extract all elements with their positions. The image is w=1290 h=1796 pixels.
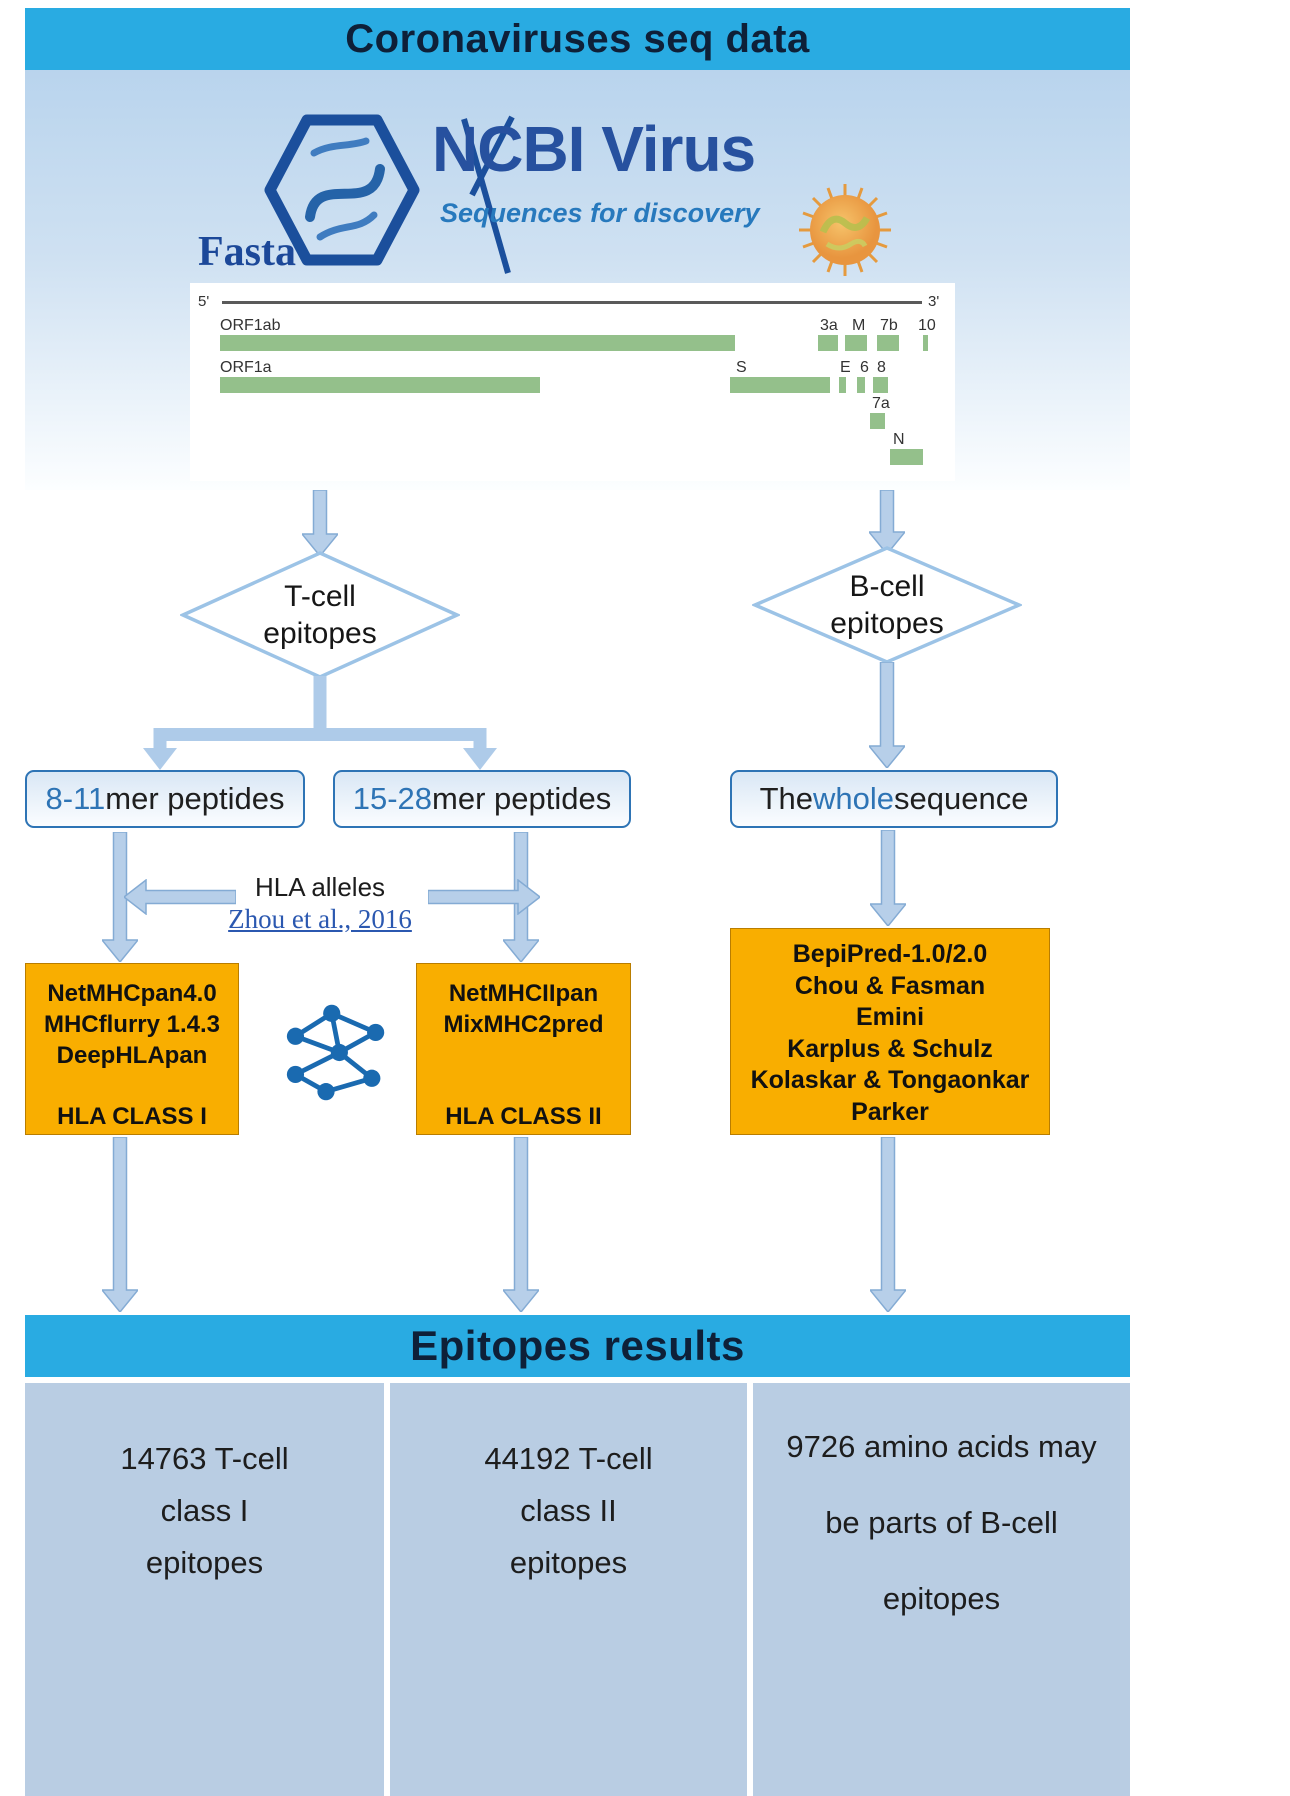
genome-5prime-label: 5' — [198, 293, 210, 310]
tcell-branch-connector — [143, 676, 497, 770]
result-class1-box: 14763 T-cell class I epitopes — [25, 1383, 384, 1796]
bcell-tool: Kolaskar & Tongaonkar — [750, 1066, 1030, 1094]
gene-bar-orf1ab — [220, 335, 735, 351]
gene-bar-6 — [857, 377, 865, 393]
class1-predictors-box: NetMHCpan4.0 MHCflurry 1.4.3 DeepHLApan … — [25, 963, 239, 1135]
bcell-tool: BepiPred-1.0/2.0 — [792, 940, 988, 968]
genome-map-panel: 5' 3' ORF1ab 3a M 7b 10 ORF1a S E 6 8 7a… — [190, 283, 955, 481]
gene-label-10: 10 — [918, 317, 936, 334]
fasta-label: Fasta — [198, 229, 296, 275]
bcell-tool: Karplus & Schulz — [787, 1034, 993, 1063]
gene-bar-8 — [873, 377, 888, 393]
gene-bar-7a — [870, 413, 885, 429]
bcell-epitopes-label: B-cell epitopes — [830, 570, 944, 640]
arrow-short-to-class1 — [102, 832, 138, 962]
long-peptides-text: mer peptides — [432, 781, 612, 816]
gene-label-7b: 7b — [880, 317, 898, 334]
arrow-seq-to-tcell — [302, 490, 338, 556]
gene-label-6: 6 — [860, 359, 869, 376]
arrow-seq-to-bcell — [869, 490, 905, 554]
short-peptides-text: mer peptides — [105, 781, 285, 816]
class1-tool: NetMHCpan4.0 — [47, 980, 217, 1007]
gene-bar-3a — [818, 335, 838, 351]
class1-tool: MHCflurry 1.4.3 — [43, 1011, 221, 1038]
result-bcell-box: 9726 amino acids may be parts of B-cell … — [753, 1383, 1130, 1796]
gene-bar-n — [890, 449, 923, 465]
gene-bar-7b — [877, 335, 899, 351]
hla-alleles-label: HLA alleles — [254, 872, 386, 902]
genome-3prime-label: 3' — [928, 293, 940, 310]
page-title: Coronaviruses seq data — [345, 16, 810, 61]
ncbi-virus-title: NCBI Virus — [432, 113, 756, 185]
hla-reference-link[interactable]: Zhou et al., 2016 — [228, 904, 412, 934]
results-banner: Epitopes results — [25, 1315, 1130, 1377]
gene-label-e: E — [840, 359, 851, 376]
class2-predictors-box: NetMHCIIpan MixMHC2pred HLA CLASS II — [416, 963, 631, 1135]
gene-bar-e — [839, 377, 846, 393]
whole-sequence-box: The whole sequence — [730, 770, 1058, 828]
arrow-bcell-to-results — [870, 1137, 906, 1312]
neural-network-icon — [286, 1004, 385, 1101]
gene-label-orf1ab: ORF1ab — [220, 317, 281, 334]
bcell-tool: Emini — [855, 1003, 925, 1031]
bcell-predictors-box: BepiPred-1.0/2.0 Chou & Fasman Emini Kar… — [730, 928, 1050, 1135]
ncbi-tagline: Sequences for discovery — [440, 198, 760, 228]
long-peptides-box: 15-28 mer peptides — [333, 770, 631, 828]
gene-bar-s — [730, 377, 830, 393]
bcell-tool: Chou & Fasman — [794, 971, 986, 1000]
gene-label-orf1a: ORF1a — [220, 359, 272, 376]
results-title: Epitopes results — [410, 1322, 745, 1369]
gene-label-m: M — [852, 317, 866, 334]
arrow-hla-left — [124, 879, 236, 915]
whole-sequence-post: sequence — [893, 781, 1029, 816]
arrow-bcell-to-sequence — [869, 662, 905, 768]
class2-footer: HLA CLASS II — [445, 1103, 602, 1130]
arrow-class2-to-results — [503, 1137, 539, 1312]
result-class2-box: 44192 T-cell class II epitopes — [390, 1383, 747, 1796]
class1-footer: HLA CLASS I — [57, 1103, 207, 1130]
gene-bar-10 — [923, 335, 928, 351]
whole-sequence-pre: The — [759, 781, 813, 816]
gene-label-n: N — [893, 431, 905, 448]
bcell-tool: Parker — [851, 1097, 929, 1126]
short-peptides-box: 8-11 mer peptides — [25, 770, 305, 828]
gene-label-3a: 3a — [820, 317, 838, 334]
virus-icon — [799, 184, 891, 276]
gene-label-s: S — [736, 359, 747, 376]
genome-axis-line — [222, 301, 922, 304]
short-peptides-range: 8-11 — [45, 781, 106, 816]
ncbi-virus-logo-icon — [264, 114, 515, 274]
arrow-hla-right — [428, 879, 540, 915]
whole-sequence-highlight: whole — [812, 781, 894, 816]
gene-bar-orf1a — [220, 377, 540, 393]
long-peptides-range: 15-28 — [352, 781, 433, 816]
arrow-class1-to-results — [102, 1137, 138, 1312]
gene-label-8: 8 — [877, 359, 886, 376]
gene-bar-m — [845, 335, 867, 351]
class1-tool: DeepHLApan — [56, 1042, 208, 1069]
gene-label-7a: 7a — [872, 395, 890, 412]
class2-tool: MixMHC2pred — [443, 1011, 604, 1038]
top-banner: Coronaviruses seq data — [25, 8, 1130, 70]
class2-tool: NetMHCIIpan — [448, 980, 599, 1007]
tcell-epitopes-label: T-cell epitopes — [263, 580, 377, 650]
arrow-sequence-to-bcell-tools — [870, 830, 906, 926]
